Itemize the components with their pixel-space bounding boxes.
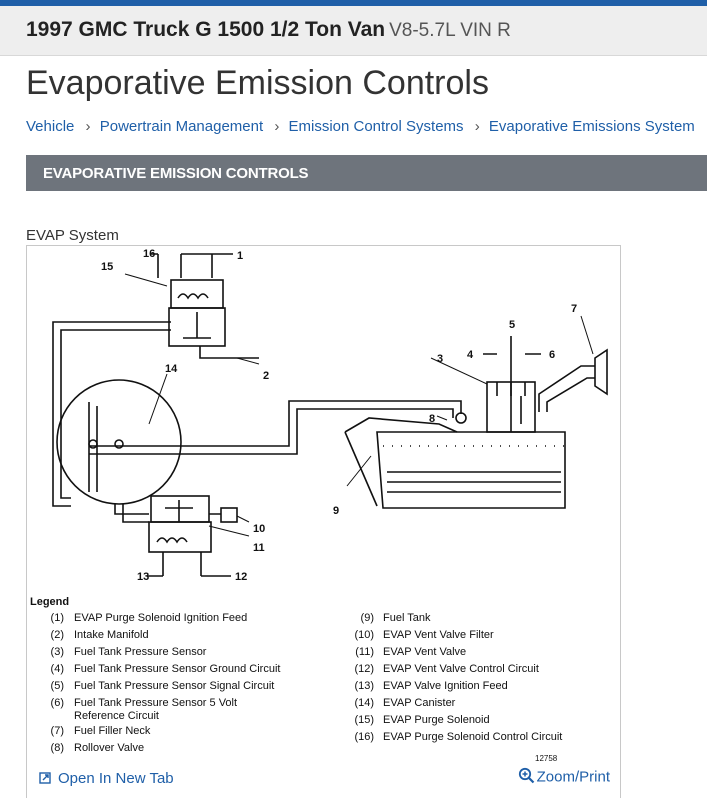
section-title: EVAPORATIVE EMISSION CONTROLS [43, 165, 309, 182]
legend-text: Fuel Tank Pressure Sensor 5 Volt Referen… [74, 697, 238, 722]
callout-10: 10 [253, 523, 265, 535]
callout-1: 1 [237, 250, 243, 262]
chevron-right-icon: › [85, 118, 91, 135]
callout-5: 5 [509, 319, 515, 331]
legend-number: (9) [360, 612, 374, 624]
legend-title: Legend [30, 596, 70, 608]
legend-text: Fuel Tank Pressure Sensor Signal Circuit [74, 680, 275, 692]
open-new-tab-icon [39, 771, 52, 788]
callout-3: 3 [437, 353, 443, 365]
breadcrumb-powertrain-management[interactable]: Powertrain Management [99, 118, 264, 135]
legend-text: Intake Manifold [74, 629, 149, 641]
callout-6: 6 [549, 349, 555, 361]
breadcrumb-emission-control-systems[interactable]: Emission Control Systems [288, 118, 464, 135]
legend-text: EVAP Vent Valve Filter [383, 629, 494, 641]
legend-number: (10) [354, 629, 374, 641]
figure: 16 1 15 2 14 3 4 5 6 7 8 9 10 11 12 13 L… [26, 245, 621, 798]
chevron-right-icon: › [474, 118, 480, 135]
legend-text: Fuel Filler Neck [74, 725, 151, 737]
top-accent-bar [0, 0, 707, 6]
callout-9: 9 [333, 505, 339, 517]
legend-text: Fuel Tank Pressure Sensor Ground Circuit [74, 663, 281, 675]
legend-text: Fuel Tank [383, 612, 431, 624]
legend-number: (11) [355, 646, 374, 658]
callout-4: 4 [467, 349, 474, 361]
legend-number: (8) [50, 742, 64, 754]
legend-number: (5) [50, 680, 64, 692]
legend-text: EVAP Purge Solenoid Control Circuit [383, 731, 563, 743]
legend-number: (15) [354, 714, 374, 726]
breadcrumb-evaporative-emissions-system[interactable]: Evaporative Emissions System [488, 118, 695, 135]
callout-labels: 16 1 15 2 14 3 4 5 6 7 8 9 10 11 12 13 [101, 248, 577, 583]
legend-text: Fuel Tank Pressure Sensor [74, 646, 207, 658]
legend-number: (16) [354, 731, 374, 743]
zoom-print-label: Zoom/Print [536, 768, 610, 786]
legend-number: (12) [354, 663, 374, 675]
figure-footer: Open In New Tab Zoom/Print [27, 765, 620, 799]
legend-text: Rollover Valve [74, 742, 145, 754]
legend-number: (1) [50, 612, 64, 624]
legend-number: (13) [354, 680, 374, 692]
callout-2: 2 [263, 370, 269, 382]
breadcrumb: Vehicle › Powertrain Management › Emissi… [26, 118, 707, 140]
callout-15: 15 [101, 261, 113, 273]
legend-number: (6) [50, 697, 64, 709]
vehicle-name: 1997 GMC Truck G 1500 1/2 Ton Van [26, 18, 386, 41]
open-in-new-tab-link[interactable]: Open In New Tab [39, 770, 174, 788]
legend-text: EVAP Canister [383, 697, 456, 709]
open-in-new-tab-label: Open In New Tab [58, 770, 174, 787]
legend-number: (14) [354, 697, 374, 709]
callout-16: 16 [143, 248, 155, 260]
callout-13: 13 [137, 571, 149, 583]
legend-number: (2) [50, 629, 64, 641]
chevron-right-icon: › [274, 118, 280, 135]
zoom-print-link[interactable]: Zoom/Print [518, 767, 610, 788]
callout-11: 11 [253, 542, 265, 554]
breadcrumb-vehicle[interactable]: Vehicle [26, 118, 75, 135]
legend-text: EVAP Valve Ignition Feed [383, 680, 508, 692]
callout-7: 7 [571, 303, 577, 315]
callout-12: 12 [235, 571, 247, 583]
evap-system-diagram: 16 1 15 2 14 3 4 5 6 7 8 9 10 11 12 13 [52, 248, 608, 583]
callout-14: 14 [165, 363, 178, 375]
page-title: Evaporative Emission Controls [26, 64, 489, 102]
figure-caption: EVAP System [26, 227, 119, 244]
section-header: EVAPORATIVE EMISSION CONTROLS [26, 155, 707, 191]
legend-number: (4) [50, 663, 64, 675]
callout-8: 8 [429, 413, 435, 425]
legend-number: (3) [50, 646, 64, 658]
vehicle-engine: V8-5.7L VIN R [389, 20, 511, 41]
legend-number: (7) [50, 725, 64, 737]
legend-text: EVAP Vent Valve Control Circuit [383, 663, 539, 675]
legend-text: EVAP Purge Solenoid [383, 714, 490, 726]
zoom-in-icon [518, 767, 535, 788]
legend-text: EVAP Purge Solenoid Ignition Feed [74, 612, 248, 624]
figure-number: 12758 [535, 754, 558, 763]
legend-text: EVAP Vent Valve [383, 646, 467, 658]
